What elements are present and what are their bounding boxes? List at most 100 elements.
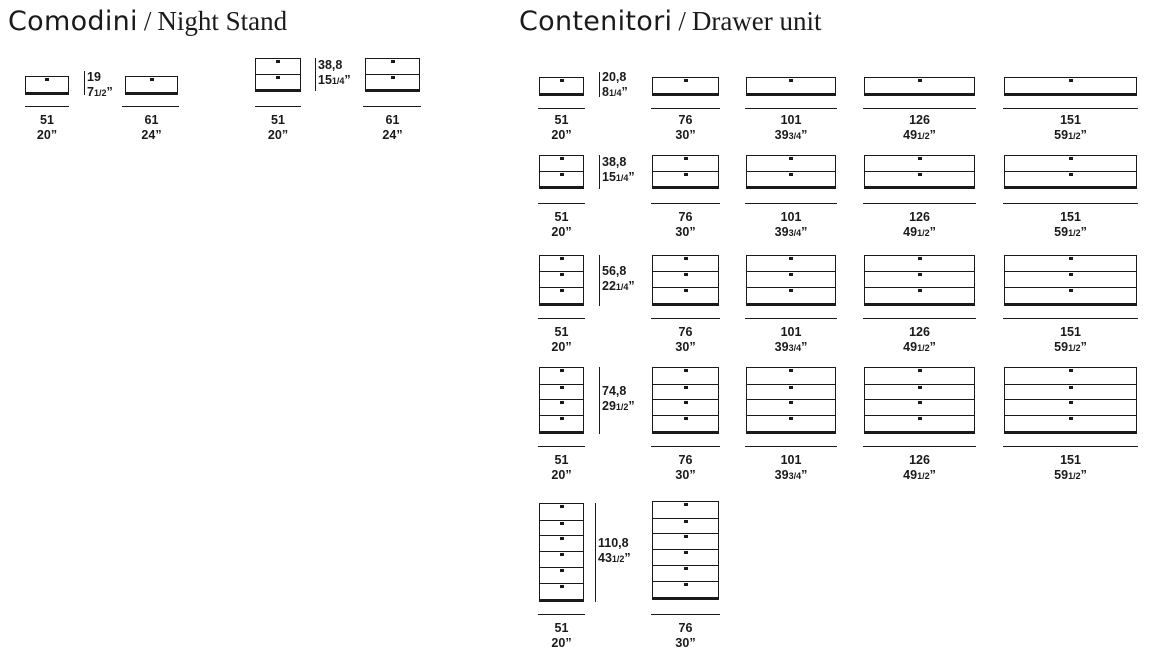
inch-fraction: 1/2 <box>1068 131 1081 141</box>
width-dimension-line <box>538 318 585 319</box>
width-cm-value: 61 <box>385 113 400 127</box>
width-dimension-line <box>745 318 837 319</box>
inch-fraction: 1/2 <box>917 343 930 353</box>
drawer <box>540 271 583 286</box>
drawer <box>540 286 583 302</box>
drawer <box>653 78 718 92</box>
drawer-handle-icon <box>683 369 688 372</box>
inch-mark: ” <box>801 340 808 354</box>
inch-fraction: 1/2 <box>1068 343 1081 353</box>
width-cm-value: 101 <box>780 113 802 127</box>
drawer <box>540 414 583 431</box>
width-cm-value: 126 <box>909 210 930 224</box>
drawer-unit-title: Contenitori/Drawer unit <box>519 5 822 38</box>
drawer-handle-icon <box>559 537 564 541</box>
drawer-unit-title-italian: Contenitori <box>519 6 673 37</box>
inch-mark: ” <box>624 551 631 565</box>
cabinet-outline <box>539 255 584 306</box>
drawer <box>865 414 974 431</box>
width-inch-value: 39 <box>774 225 789 239</box>
inch-fraction: 1/2 <box>615 402 629 412</box>
drawer-handle-icon <box>149 78 154 81</box>
height-cm-value: 74,8 <box>602 384 627 398</box>
drawer <box>653 256 718 271</box>
width-inch-value: 39 <box>774 340 789 354</box>
inch-fraction: 1/2 <box>917 131 930 141</box>
width-inch-value: 20” <box>551 636 572 650</box>
drawer <box>540 368 583 384</box>
width-cm-value: 51 <box>554 453 569 467</box>
drawer <box>1005 170 1136 186</box>
drawer <box>653 170 718 186</box>
width-cm-value: 151 <box>1060 113 1081 127</box>
width-cm-value: 76 <box>678 210 693 224</box>
height-inch-value: 22 <box>602 279 616 293</box>
drawer-handle-icon <box>683 519 688 523</box>
drawer <box>126 77 177 91</box>
height-dimension-line <box>599 72 600 97</box>
cabinet-outline <box>539 367 584 434</box>
drawer <box>256 73 300 89</box>
cabinet-outline <box>25 76 69 95</box>
drawer <box>653 156 718 171</box>
drawer <box>366 73 419 89</box>
drawer-handle-icon <box>789 257 793 260</box>
drawer <box>653 271 718 286</box>
drawer <box>540 383 583 400</box>
width-dimension-line <box>745 446 837 447</box>
drawer-handle-icon <box>683 551 688 555</box>
drawer-handle-icon <box>683 566 688 570</box>
inch-mark: ” <box>628 399 635 413</box>
night-stand-title-italian: Comodini <box>8 6 138 37</box>
drawer <box>540 78 583 92</box>
width-inch-value: 30” <box>675 636 696 650</box>
cabinet-outline <box>864 367 975 434</box>
drawer-handle-icon <box>559 79 564 82</box>
drawer <box>653 383 718 400</box>
cabinet-outline <box>1004 77 1137 96</box>
width-cm-value: 126 <box>909 113 930 127</box>
inch-mark: ” <box>801 468 808 482</box>
drawer <box>747 78 835 92</box>
width-inch-value: 20” <box>267 128 289 142</box>
drawer-handle-icon <box>1068 273 1073 277</box>
cabinet-outline <box>864 77 975 96</box>
inch-fraction: 1/2 <box>93 88 107 98</box>
cabinet-outline <box>365 58 420 92</box>
drawer <box>1005 368 1136 384</box>
width-cm-value: 76 <box>678 453 693 467</box>
cabinet-outline <box>1004 255 1137 306</box>
drawer <box>540 256 583 271</box>
drawer-handle-icon <box>559 505 564 508</box>
cabinet-outline <box>539 77 584 96</box>
inch-fraction: 1/4 <box>615 282 629 292</box>
drawer <box>653 286 718 302</box>
drawer-handle-icon <box>683 288 688 292</box>
drawer <box>653 564 718 581</box>
cabinet-outline <box>746 367 836 434</box>
height-cm-value: 38,8 <box>318 58 343 72</box>
inch-fraction: 3/4 <box>788 131 802 141</box>
width-inch-value: 20” <box>551 340 572 354</box>
width-inch-value: 49 <box>903 128 918 142</box>
height-dimension-line <box>599 255 600 306</box>
width-dimension-line <box>651 446 720 447</box>
drawer-handle-icon <box>683 157 688 160</box>
drawer-handle-icon <box>789 369 793 372</box>
cabinet-outline <box>652 77 719 96</box>
width-inch-value: 30” <box>675 128 696 142</box>
drawer-handle-icon <box>683 172 688 176</box>
drawer-handle-icon <box>559 273 564 277</box>
drawer-handle-icon <box>917 401 922 405</box>
cabinet-outline <box>539 503 584 602</box>
drawer-handle-icon <box>1068 416 1073 420</box>
inch-mark: ” <box>929 340 936 354</box>
